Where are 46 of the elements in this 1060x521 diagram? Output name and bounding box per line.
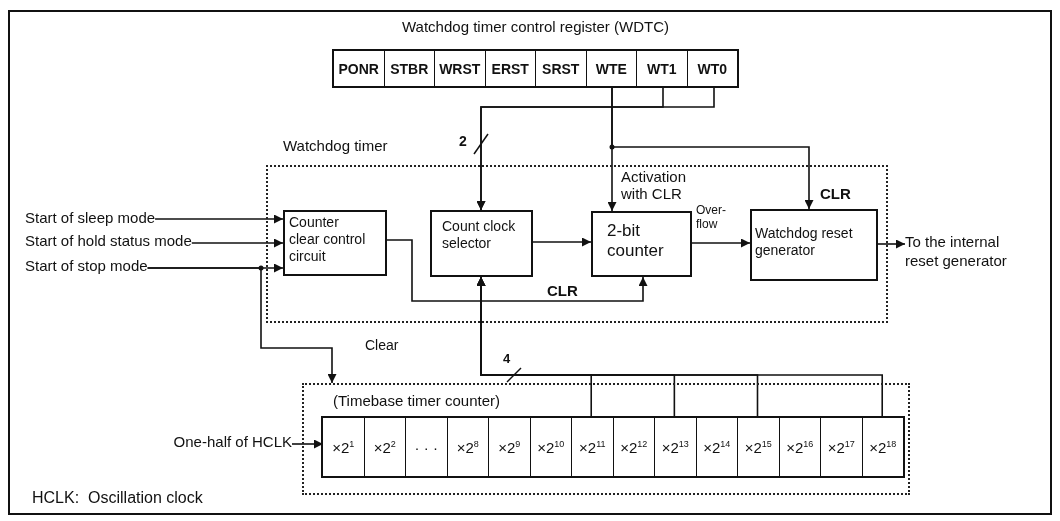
register-title: Watchdog timer control register (WDTC) xyxy=(401,17,670,37)
group-title: Watchdog timer xyxy=(283,137,388,154)
register-bit-cell: WRST xyxy=(434,51,485,86)
register-bit-cell: WT1 xyxy=(636,51,687,86)
connector-arrow xyxy=(476,85,715,211)
counter-stage-cell: ×2$^{14}$ xyxy=(695,418,737,476)
connector-arrow xyxy=(386,239,648,302)
register-bit-cell: WT0 xyxy=(686,51,737,86)
register-bit-cell: SRST xyxy=(535,51,586,86)
connector-arrow xyxy=(691,238,751,248)
group-title: (Timebase timer counter) xyxy=(333,392,500,409)
connector-arrow xyxy=(154,214,284,224)
counter-stage-cell: ×2$^{11}$ xyxy=(571,418,613,476)
register-bit-cell: WTE xyxy=(585,51,636,86)
connector-arrow xyxy=(877,239,906,249)
function-block: Count clock selector xyxy=(430,210,533,277)
signal-label: Start of stop mode xyxy=(25,257,148,277)
counter-stage-cell: ×2$^{12}$ xyxy=(612,418,654,476)
counter-stage-cell: ×2$^{16}$ xyxy=(778,418,820,476)
counter-stage-cell: ×2$^{9}$ xyxy=(488,418,530,476)
function-block: Counter clear control circuit xyxy=(283,210,387,276)
connector-arrow xyxy=(611,85,814,210)
signal-label: To the internal reset generator xyxy=(905,233,1030,273)
register-bit-cell: STBR xyxy=(383,51,434,86)
signal-label: Start of sleep mode xyxy=(25,209,156,229)
connector-arrow xyxy=(476,276,883,419)
counter-stage-cell: ×2$^{13}$ xyxy=(654,418,696,476)
counter-stage-cell: ×2$^{2}$ xyxy=(363,418,405,476)
counter-stage-cell: ×2$^{8}$ xyxy=(446,418,488,476)
function-block: 2-bit counter xyxy=(591,211,692,277)
register-bit-cell: PONR xyxy=(334,51,384,86)
counter-stage-cell: ×2$^{10}$ xyxy=(529,418,571,476)
counter-stage-cell: ×2$^{18}$ xyxy=(861,418,903,476)
signal-label: Start of hold status mode xyxy=(25,232,192,252)
connector-arrow xyxy=(190,238,284,248)
signal-label: One-half of HCLK xyxy=(173,433,292,453)
note-text: HCLK: Oscillation clock xyxy=(32,489,203,507)
register-bit-cell: ERST xyxy=(484,51,535,86)
counter-stage-cell: · · · xyxy=(405,418,447,476)
connector-arrow xyxy=(146,267,337,384)
counter-stage-cell: ×2$^{15}$ xyxy=(737,418,779,476)
function-block: Watchdog reset generator xyxy=(750,209,878,281)
counter-stage-cell: ×2$^{17}$ xyxy=(820,418,862,476)
connector-arrow xyxy=(532,237,592,247)
dotted-group-frame xyxy=(302,383,910,495)
counter-stage-cell: ×2$^{1}$ xyxy=(323,418,364,476)
